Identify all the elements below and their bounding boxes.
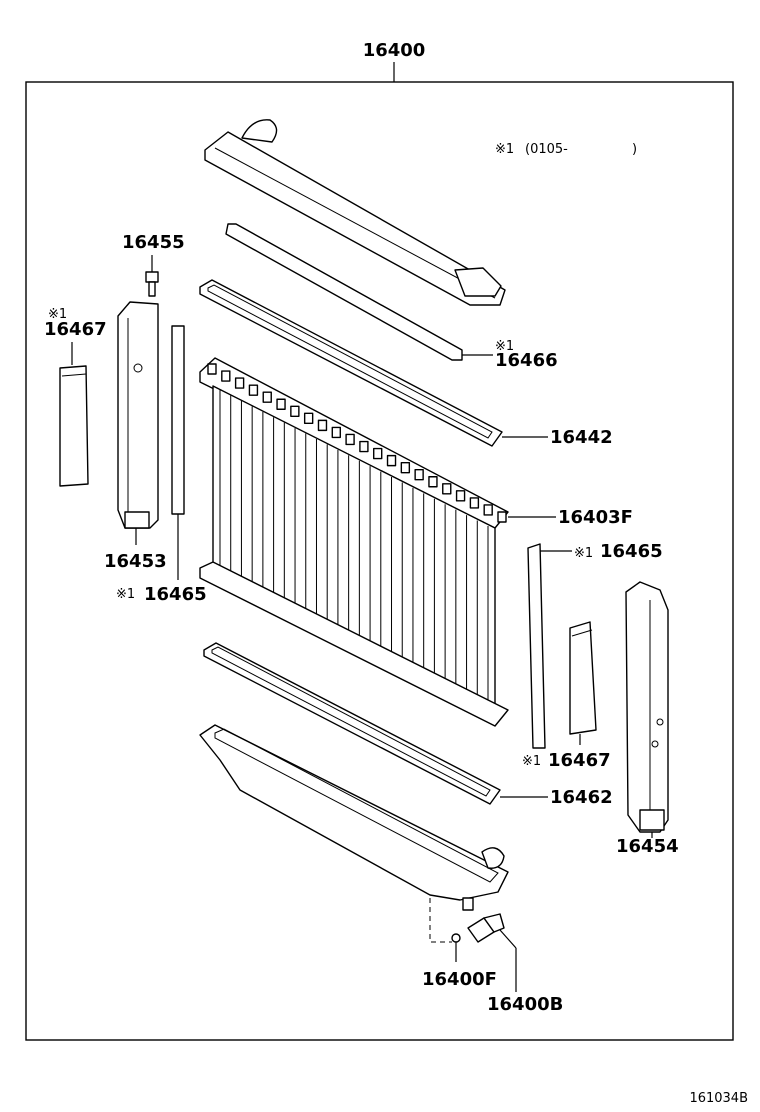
label-16465-right: 16465 [600, 541, 663, 562]
core-tank-tab [373, 447, 383, 460]
label-16462: 16462 [550, 787, 613, 808]
core-tank-tab [345, 433, 355, 446]
diagram-frame [25, 81, 734, 1041]
label-16467-right: 16467 [548, 750, 611, 771]
core-tank-tab [428, 476, 438, 488]
upper-tank [204, 119, 506, 306]
core-tank-tab [455, 490, 466, 502]
label-16400B: 16400B [487, 994, 563, 1015]
label-16455: 16455 [122, 232, 185, 253]
label-16467-left: 16467 [44, 319, 107, 340]
radiator-core-16403F [199, 357, 509, 727]
core-tank-tab [414, 469, 424, 481]
core-tank-tab [276, 398, 286, 410]
core-tank-tab [207, 363, 217, 375]
core-tank-tab [221, 370, 231, 382]
core-tank-tab [234, 377, 245, 389]
core-tank-tab [248, 384, 259, 396]
foam-left-16467 [59, 365, 89, 487]
core-tank-tab [497, 511, 507, 523]
drain-cock-16400B [467, 913, 505, 943]
drain-dashed-leader [429, 898, 452, 943]
label-16400F: 16400F [422, 969, 497, 990]
label-16466: 16466 [495, 350, 558, 371]
note-range: ※1 (0105- ) [495, 142, 637, 157]
label-16465-left: 16465 [144, 584, 207, 605]
core-tank-tab [400, 461, 411, 474]
upper-gasket-16442 [199, 279, 503, 447]
upper-seal-16466 [225, 223, 463, 361]
bolt-16455 [145, 271, 159, 297]
leader-16400B [499, 929, 517, 949]
core-tank-tab [290, 405, 300, 417]
core-tank-tab [359, 440, 369, 453]
label-16467-left-mark: ※1 [48, 307, 67, 322]
label-16400: 16400 [363, 40, 426, 61]
core-tank-tab [483, 504, 493, 516]
bracket-left-16453 [117, 301, 159, 529]
svg-text:): ) [632, 142, 637, 157]
label-16467-right-mark: ※1 [522, 754, 541, 769]
core-tank-tab [303, 412, 314, 425]
label-16403F: 16403F [558, 507, 633, 528]
side-seal-left-16465 [171, 325, 185, 515]
foam-right-16467 [569, 621, 597, 735]
core-tank-tab [386, 454, 397, 467]
svg-text:(0105-: (0105- [525, 142, 568, 157]
label-16453: 16453 [104, 551, 167, 572]
diagram-ref-code: 161034B [689, 1091, 748, 1106]
core-tank-tab [469, 497, 480, 509]
core-tank-tab [442, 483, 452, 495]
label-16465-right-mark: ※1 [574, 546, 593, 561]
label-16442: 16442 [550, 427, 613, 448]
lower-tank [199, 724, 509, 911]
label-16465-left-mark: ※1 [116, 587, 135, 602]
bracket-right-16454 [625, 581, 669, 833]
label-16454: 16454 [616, 836, 679, 857]
svg-text:※1: ※1 [495, 142, 514, 157]
core-tank-tab [331, 426, 341, 439]
drain-oring-16400F [451, 933, 461, 943]
side-seal-right-16465 [527, 543, 546, 749]
core-tank-tab [262, 391, 272, 403]
label-16466-mark: ※1 [495, 339, 514, 354]
core-tank-tab [317, 419, 328, 432]
lower-gasket-16462 [203, 642, 501, 805]
